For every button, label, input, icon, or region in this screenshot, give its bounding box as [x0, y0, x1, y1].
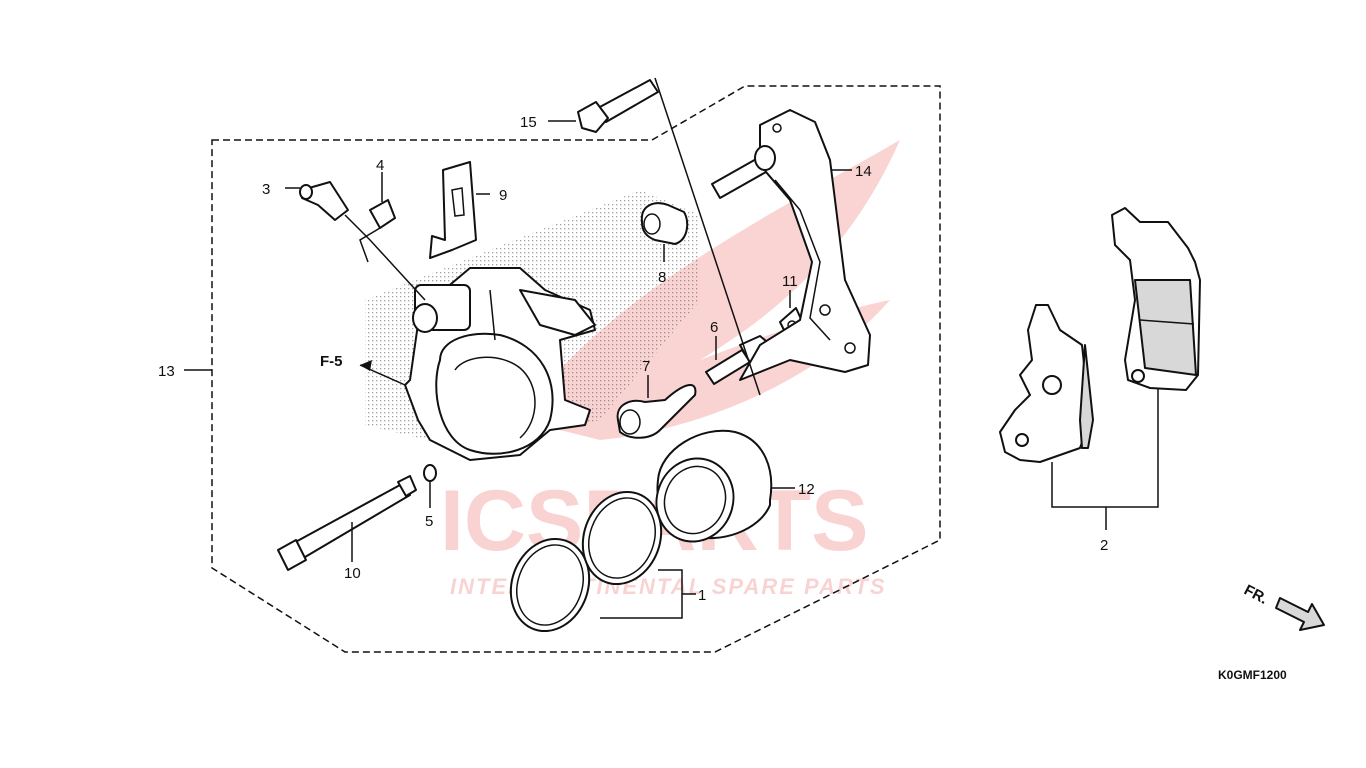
part-9-pad-spring [429, 161, 490, 259]
caliper-body [404, 267, 596, 461]
callout-6: 6 [710, 319, 718, 336]
callout-2: 2 [1100, 537, 1108, 554]
reference-f5: F-5 [320, 353, 343, 370]
front-direction-arrow: FR. [1241, 582, 1325, 631]
part-15-bolt [548, 79, 659, 133]
callout-3: 3 [262, 181, 270, 198]
callout-10: 10 [344, 565, 361, 582]
caliper-assembly-boundary [211, 85, 941, 653]
callout-4: 4 [376, 157, 384, 174]
part-4-bleeder-cap [359, 172, 396, 263]
callout-11: 11 [782, 273, 798, 290]
part-7-pin-boot [616, 375, 697, 439]
callout-5: 5 [425, 513, 433, 530]
callout-12: 12 [798, 481, 815, 498]
callout-7: 7 [642, 358, 650, 375]
diagram-code: K0GMF1200 [1218, 668, 1287, 682]
callout-13: 13 [158, 363, 175, 380]
ref-arrow-f5 [360, 360, 372, 371]
callout-14: 14 [855, 163, 872, 180]
callout-15: 15 [520, 114, 537, 131]
fr-label: FR. [1241, 582, 1270, 608]
part-8-boot [640, 202, 689, 262]
part-14-caliper-bracket [711, 109, 871, 381]
part-12-piston [655, 429, 795, 543]
part-3-bleeder-screw [285, 181, 426, 301]
part-10-pin-bolt [277, 475, 417, 571]
part-5-washer [423, 464, 437, 508]
leader-line-14-15 [654, 77, 761, 396]
callout-9: 9 [499, 187, 507, 204]
part-2-brake-pads [999, 207, 1201, 530]
callout-1: 1 [698, 587, 706, 604]
part-1-piston-seals [509, 490, 696, 633]
callout-8: 8 [658, 269, 666, 286]
fr-arrow-icon [1275, 597, 1325, 631]
